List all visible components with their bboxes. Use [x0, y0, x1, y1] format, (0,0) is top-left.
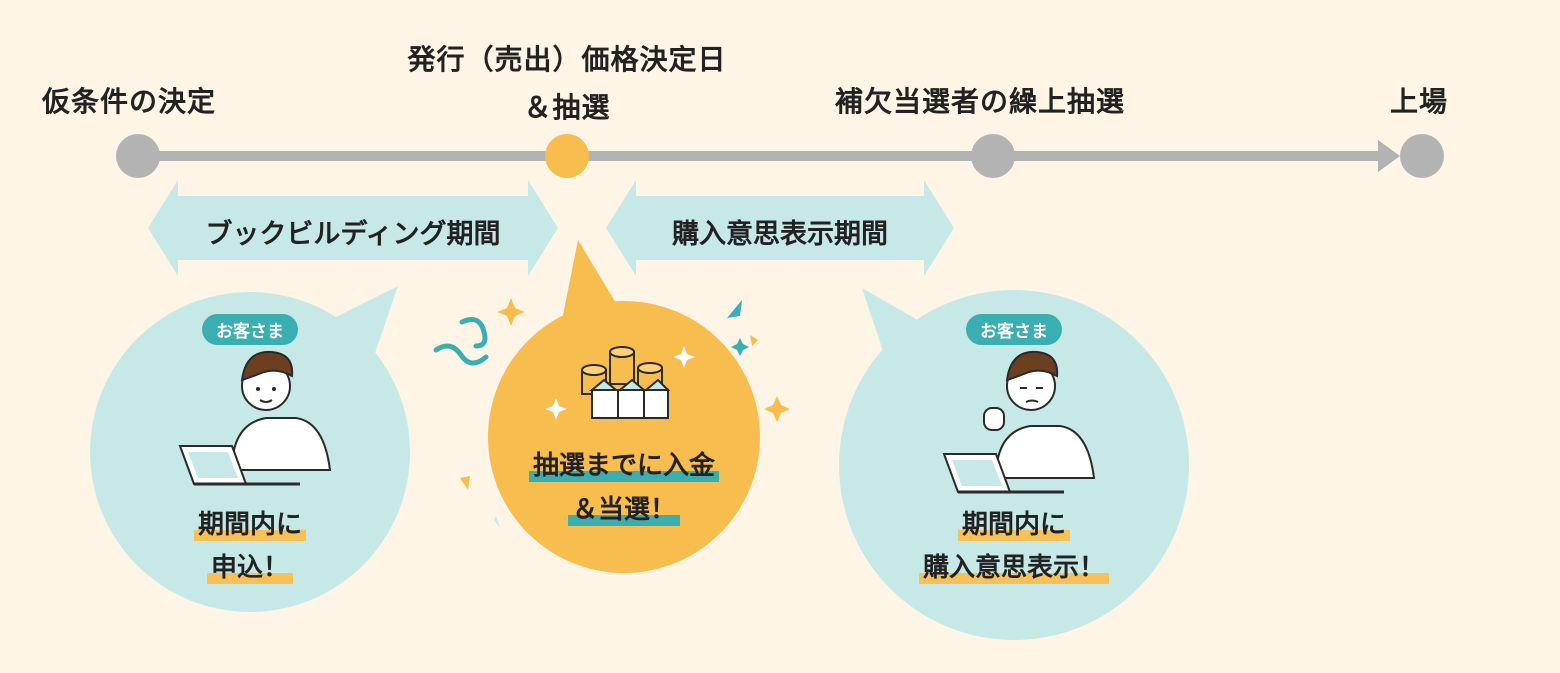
customer-laptop-illustration-right — [942, 350, 1096, 494]
customer-tag-right: お客さま — [966, 314, 1062, 345]
customer-tag-left: お客さま — [202, 314, 298, 345]
bubble-right-line1: 期間内に — [957, 512, 1071, 541]
bubble-center-line2-text: ＆当選！ — [567, 497, 681, 526]
bubble-right-line2-text: 購入意思表示！ — [918, 555, 1110, 584]
sparkle-icons-white — [545, 346, 695, 420]
milestone-label-waitlist-lottery: 補欠当選者の繰上抽選 — [835, 85, 1126, 118]
sparkle-icons — [497, 298, 790, 422]
period-label-purchase-intent: 購入意思表示期間 — [672, 219, 888, 250]
bubble-left-line1-text: 期間内に — [193, 512, 307, 541]
confetti-icons — [433, 300, 758, 528]
milestone-dot-listing — [1400, 134, 1444, 178]
timeline-arrowhead — [1378, 140, 1400, 172]
milestone-label-listing: 上場 — [1390, 85, 1449, 118]
period-label-bookbuilding: ブックビルディング期間 — [205, 219, 501, 250]
bookbuilding-period-arrow — [148, 180, 558, 276]
bubble-left-line1: 期間内に — [193, 512, 307, 541]
coins-building-icon — [581, 346, 671, 419]
bubble-center-line1-text: 抽選までに入金 — [528, 453, 720, 482]
milestone-label-pricing-lottery: 発行（売出）価格決定日 ＆抽選 — [407, 43, 727, 124]
bubble-right-line2: 購入意思表示！ — [918, 555, 1110, 584]
milestone-dot-pricing — [545, 134, 589, 178]
milestone-label-conditions: 仮条件の決定 — [42, 85, 217, 118]
bubble-right-line1-text: 期間内に — [957, 512, 1071, 541]
center-speech-bubble — [488, 240, 760, 573]
bubble-center-line2: ＆当選！ — [567, 497, 681, 526]
milestone-dot-conditions — [116, 134, 160, 178]
bubble-left-line2-text: 申込！ — [206, 555, 294, 584]
customer-laptop-illustration-left — [178, 350, 332, 486]
purchase-intent-period-arrow — [606, 180, 954, 276]
bubble-left-line2: 申込！ — [206, 555, 294, 584]
milestone-dot-waitlist — [971, 134, 1015, 178]
bubble-center-line1: 抽選までに入金 — [528, 453, 720, 482]
